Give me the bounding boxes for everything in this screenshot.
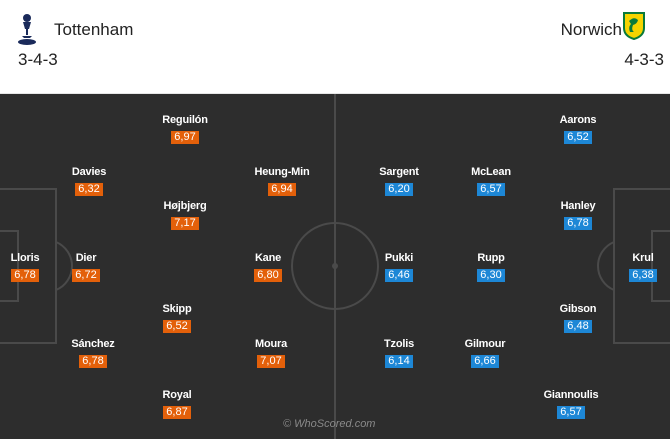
player-rating: 6,38 [629,269,657,282]
player-rating: 6,46 [385,269,413,282]
home-player-skipp[interactable]: Skipp 6,52 [132,303,222,334]
player-rating: 6,52 [564,131,592,144]
home-player-heung-min[interactable]: Heung-Min 6,94 [237,166,327,197]
player-name: Skipp [162,303,192,315]
away-player-rupp[interactable]: Rupp 6,30 [446,252,536,283]
player-name: Dier [75,252,97,264]
player-name: Moura [254,338,287,350]
player-rating: 6,78 [564,217,592,230]
player-rating: 6,80 [254,269,282,282]
player-rating: 6,97 [171,131,199,144]
player-name: Heung-Min [254,166,310,178]
player-rating: 6,14 [385,355,413,368]
away-player-aarons[interactable]: Aarons 6,52 [533,114,623,145]
player-rating: 6,20 [385,183,413,196]
match-header: Tottenham 3-4-3 Norwich 4-3-3 [0,0,670,94]
player-rating: 6,32 [75,183,103,196]
away-player-pukki[interactable]: Pukki 6,46 [354,252,444,283]
player-name: Lloris [10,252,40,264]
player-name: Hanley [560,200,596,212]
player-name: Reguilón [162,114,208,126]
player-name: Gilmour [464,338,506,350]
home-player-kane[interactable]: Kane 6,80 [223,252,313,283]
player-rating: 7,07 [257,355,285,368]
player-name: Giannoulis [543,389,599,401]
tottenham-crest-icon [18,14,36,45]
away-player-hanley[interactable]: Hanley 6,78 [533,200,623,231]
player-rating: 6,78 [79,355,107,368]
player-name: Sargent [379,166,419,178]
player-rating: 6,78 [11,269,39,282]
home-player-royal[interactable]: Royal 6,87 [132,389,222,420]
player-name: Krul [632,252,654,264]
player-name: Højbjerg [163,200,207,212]
norwich-crest-icon [623,12,645,40]
home-player-lloris[interactable]: Lloris 6,78 [0,252,70,283]
away-player-krul[interactable]: Krul 6,38 [598,252,670,283]
player-name: Kane [254,252,282,264]
home-player-hojbjerg[interactable]: Højbjerg 7,17 [140,200,230,231]
away-formation: 4-3-3 [624,50,664,69]
away-team-name: Norwich [560,20,622,39]
home-player-dier[interactable]: Dier 6,72 [41,252,131,283]
player-rating: 7,17 [171,217,199,230]
away-player-mclean[interactable]: McLean 6,57 [446,166,536,197]
pitch: Reguilón 6,97 Davies 6,32 Heung-Min 6,94… [0,94,670,439]
player-rating: 6,57 [477,183,505,196]
player-name: Pukki [384,252,414,264]
player-rating: 6,30 [477,269,505,282]
home-team-name: Tottenham [54,20,134,39]
player-name: Aarons [559,114,597,126]
home-player-moura[interactable]: Moura 7,07 [226,338,316,369]
player-name: Sánchez [71,338,115,350]
player-rating: 6,87 [163,406,191,419]
player-name: Gibson [559,303,597,315]
away-player-gilmour[interactable]: Gilmour 6,66 [440,338,530,369]
player-rating: 6,94 [268,183,296,196]
home-player-davies[interactable]: Davies 6,32 [44,166,134,197]
player-rating: 6,48 [564,320,592,333]
player-name: Royal [162,389,192,401]
player-name: Rupp [477,252,505,264]
whoscored-credit: © WhoScored.com [283,418,376,430]
away-player-tzolis[interactable]: Tzolis 6,14 [354,338,444,369]
home-player-reguilon[interactable]: Reguilón 6,97 [140,114,230,145]
home-formation: 3-4-3 [18,50,58,69]
player-name: Davies [71,166,107,178]
player-rating: 6,52 [163,320,191,333]
player-rating: 6,66 [471,355,499,368]
away-player-gibson[interactable]: Gibson 6,48 [533,303,623,334]
player-rating: 6,57 [557,406,585,419]
away-player-sargent[interactable]: Sargent 6,20 [354,166,444,197]
player-rating: 6,72 [72,269,100,282]
away-player-giannoulis[interactable]: Giannoulis 6,57 [526,389,616,420]
pitch-markings [0,94,670,439]
player-name: Tzolis [384,338,414,350]
player-name: McLean [471,166,511,178]
home-player-sanchez[interactable]: Sánchez 6,78 [48,338,138,369]
